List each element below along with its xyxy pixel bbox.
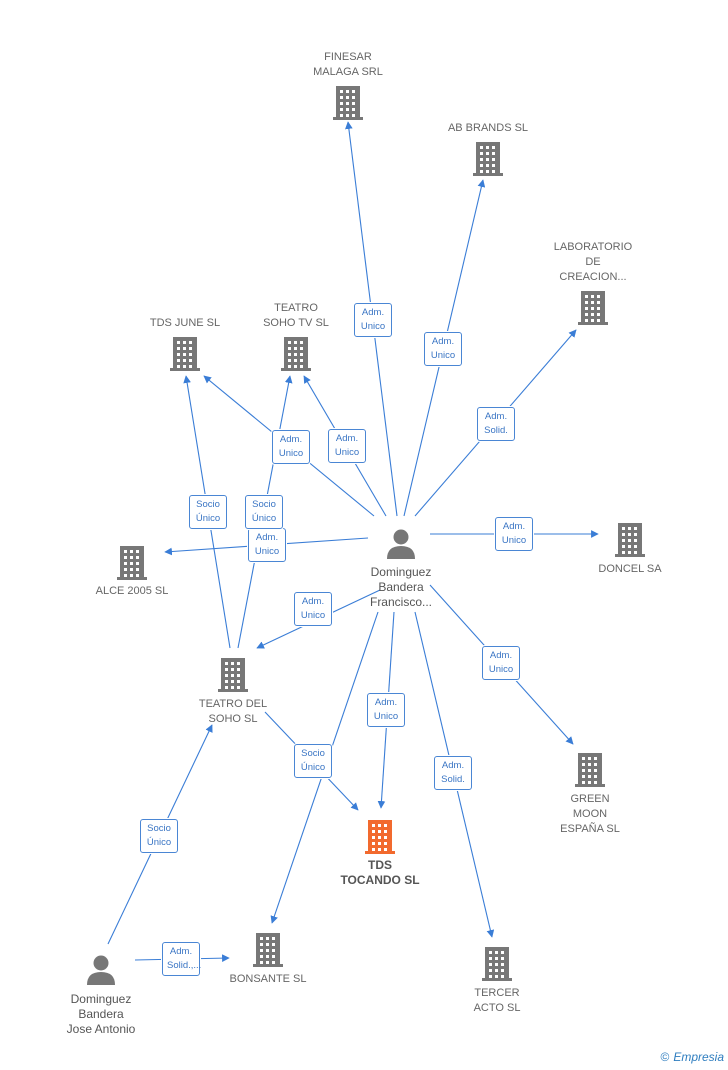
edge-label[interactable]: Adm. Unico xyxy=(424,332,462,366)
building-icon[interactable] xyxy=(333,86,363,120)
building-icon[interactable] xyxy=(253,933,283,967)
node-label-abbrands[interactable]: AB BRANDS SL xyxy=(447,122,529,134)
edge-label[interactable]: Adm. Unico xyxy=(272,430,310,464)
edge-label[interactable]: Adm. Unico xyxy=(328,429,366,463)
node-label-teatrodelsoho[interactable]: TEATRO DEL SOHO SL xyxy=(198,698,268,725)
node-label-tercer[interactable]: TERCER ACTO SL xyxy=(473,987,521,1014)
edge-label[interactable]: Adm. Unico xyxy=(354,303,392,337)
building-icon[interactable] xyxy=(117,546,147,580)
node-label-bonsante[interactable]: BONSANTE SL xyxy=(229,973,307,985)
footer-brand: ©Empresia xyxy=(660,1050,724,1064)
node-label-laboratorio[interactable]: LABORATORIO DE CREACION... xyxy=(553,241,633,283)
edge-label[interactable]: Socio Único xyxy=(245,495,283,529)
building-icon-main[interactable] xyxy=(365,820,395,854)
edge-label[interactable]: Adm. Unico xyxy=(495,517,533,551)
building-icon[interactable] xyxy=(473,142,503,176)
person-icon[interactable] xyxy=(87,955,115,986)
edge-label[interactable]: Socio Único xyxy=(189,495,227,529)
building-icon[interactable] xyxy=(575,753,605,787)
building-icon[interactable] xyxy=(578,291,608,325)
node-label-tdsjune[interactable]: TDS JUNE SL xyxy=(149,317,221,329)
edge-label[interactable]: Adm. Solid.,... xyxy=(162,942,201,976)
edge-label[interactable]: Adm. Unico xyxy=(367,693,405,727)
edge-label[interactable]: Adm. Unico xyxy=(248,528,286,562)
person-icon[interactable] xyxy=(387,529,415,560)
edge-label[interactable]: Adm. Solid. xyxy=(477,407,515,441)
node-label-greenmoon[interactable]: GREEN MOON ESPAÑA SL xyxy=(560,793,620,835)
building-icon[interactable] xyxy=(170,337,200,371)
node-label-alce[interactable]: ALCE 2005 SL xyxy=(95,585,169,597)
copyright-symbol: © xyxy=(660,1050,670,1064)
edge-label[interactable]: Socio Único xyxy=(140,819,178,853)
node-label-tdstocando[interactable]: TDS TOCANDO SL xyxy=(340,858,420,887)
brand-name: Empresia xyxy=(673,1050,724,1064)
node-label-teatrosohotv[interactable]: TEATRO SOHO TV SL xyxy=(263,302,329,329)
building-icon[interactable] xyxy=(482,947,512,981)
node-label-finesar[interactable]: FINESAR MALAGA SRL xyxy=(313,51,383,78)
building-icon[interactable] xyxy=(615,523,645,557)
edge-label[interactable]: Socio Único xyxy=(294,744,332,778)
node-label-doncel[interactable]: DONCEL SA xyxy=(598,563,662,575)
building-icon[interactable] xyxy=(281,337,311,371)
edge-label[interactable]: Adm. Unico xyxy=(294,592,332,626)
node-label-francisco[interactable]: Dominguez Bandera Francisco... xyxy=(369,565,432,609)
edge-label[interactable]: Adm. Solid. xyxy=(434,756,472,790)
building-icon[interactable] xyxy=(218,658,248,692)
edge-label[interactable]: Adm. Unico xyxy=(482,646,520,680)
node-label-jose[interactable]: Dominguez Bandera Jose Antonio xyxy=(66,992,136,1036)
